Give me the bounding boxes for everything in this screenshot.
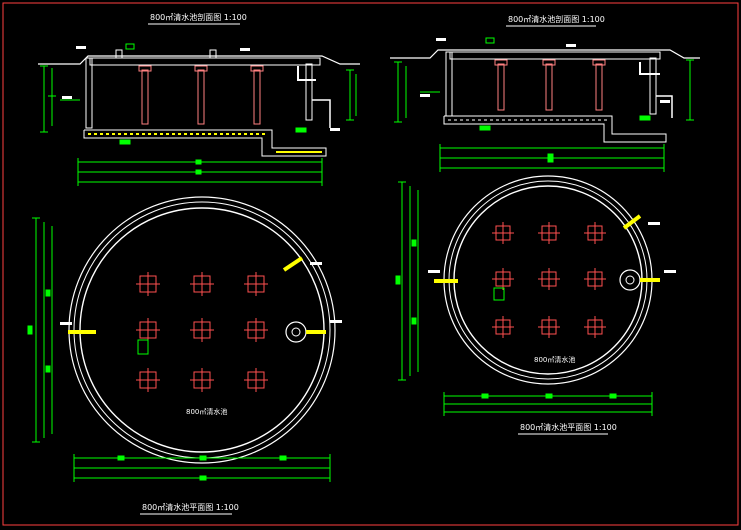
outlet-sump-core: [291, 327, 301, 337]
overflow-pipe: [622, 214, 642, 230]
outlet-sump: [619, 269, 641, 291]
section-b-title: 800㎡清水池剖面图 1:100: [508, 14, 605, 24]
overflow-pipe: [639, 62, 660, 75]
outlet-pipe: [312, 99, 331, 128]
floor-slab: [83, 129, 327, 157]
plan-a-inner-note: 800㎡清水池: [186, 407, 227, 416]
left-wall: [85, 57, 93, 129]
manhole: [125, 43, 135, 50]
dimension-chain-left: [40, 65, 80, 133]
roof-slab: [449, 51, 661, 60]
tank-outer-wall: [443, 175, 653, 385]
plan-b-inner-note: 800㎡清水池: [534, 355, 575, 364]
plan-view-a: 800㎡清水池 800㎡清水池平面图 1:100: [27, 196, 342, 515]
dimension-chain-right: [346, 69, 357, 121]
vent: [209, 49, 217, 59]
plan-view-b: 800㎡清水池 800㎡清水池平面图 1:100: [395, 175, 676, 435]
right-wall: [649, 57, 657, 115]
outlet-pipe: [656, 95, 673, 118]
dimension-chain-bottom: [443, 392, 653, 416]
ladder: [493, 287, 505, 301]
leader-tags: [428, 222, 676, 273]
leader-tags: [60, 262, 342, 325]
column-grid: [136, 272, 268, 392]
dimension-chain-left: [394, 61, 440, 123]
ground-line: [390, 49, 700, 59]
ground-line: [38, 55, 360, 65]
leader-tags: [420, 38, 670, 103]
dimension-chain-bottom: [77, 127, 323, 186]
right-wall: [305, 63, 313, 121]
floor-slab: [443, 115, 667, 143]
leader-tags: [62, 46, 340, 131]
section-view-a: 800㎡清水池剖面图 1:100: [38, 12, 360, 186]
plan-a-title: 800㎡清水池平面图 1:100: [142, 502, 239, 512]
manhole: [485, 37, 495, 44]
overflow-pipe: [282, 256, 304, 272]
columns: [494, 59, 606, 111]
dimension-chain-bottom: [439, 115, 665, 172]
roof-slab: [89, 57, 321, 66]
tank-wall-line: [448, 180, 648, 380]
vent: [115, 49, 123, 59]
tank-inner-wall: [453, 185, 643, 375]
column-grid: [492, 222, 606, 338]
left-wall: [445, 51, 453, 117]
ladder: [137, 339, 149, 355]
plan-b-title: 800㎡清水池平面图 1:100: [520, 422, 617, 432]
dimension-chain-left: [27, 217, 53, 443]
columns: [138, 65, 264, 125]
outlet-sump: [285, 321, 307, 343]
section-a-title: 800㎡清水池剖面图 1:100: [150, 12, 247, 22]
dimension-chain-bottom: [73, 454, 331, 482]
dimension-chain-left: [395, 181, 419, 381]
dimension-chain-right: [686, 59, 694, 121]
overflow-pipe: [297, 66, 316, 81]
section-view-b: 800㎡清水池剖面图 1:100: [390, 14, 700, 172]
outlet-sump-core: [625, 275, 635, 285]
